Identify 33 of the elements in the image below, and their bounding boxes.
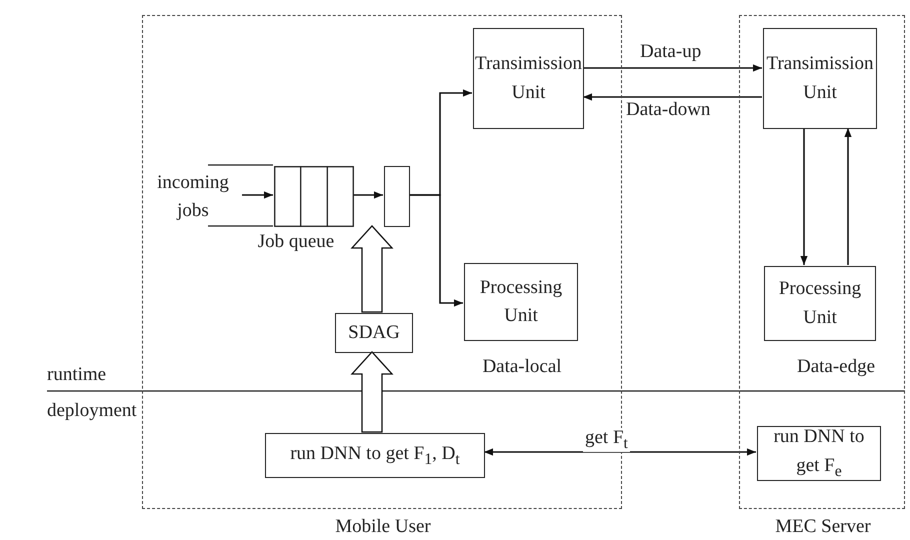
node-label: Data-local (481, 356, 563, 378)
process-box (335, 313, 413, 353)
arrow (409, 194, 463, 307)
box-label: Transimission Unit (474, 52, 583, 104)
group-title: Mobile User (334, 516, 432, 538)
box-label: run DNN to get F$_{1}$, D$_{t}$ (290, 442, 460, 470)
arrow (844, 128, 852, 265)
input-label: incoming jobs (156, 170, 230, 223)
section-label: runtime (47, 364, 106, 386)
process-box (265, 433, 485, 478)
hollow-arrow (350, 351, 394, 433)
arrow (800, 128, 808, 265)
box-label: SDAG (348, 320, 400, 345)
arrow (583, 64, 762, 72)
hollow-arrow (350, 225, 394, 313)
arrow (583, 93, 762, 101)
box-label: run DNN to get F$_{e}$ (772, 425, 866, 482)
arrow (242, 191, 273, 199)
box-label: Processing Unit (778, 277, 862, 330)
edge-label: Data-up (638, 42, 704, 63)
box-label: Transimission Unit (766, 52, 874, 104)
group-title: MEC Server (774, 516, 872, 538)
box-label: Processing Unit (478, 276, 564, 328)
process-box (473, 28, 584, 129)
group-title: Job queue (256, 231, 336, 253)
arrow (484, 448, 756, 456)
edge-label: get F$_{t}$ (583, 428, 630, 452)
process-box (757, 426, 881, 481)
node-label: Data-edge (796, 356, 876, 378)
process-box (763, 28, 877, 129)
empty-box (384, 166, 410, 227)
section-label: deployment (47, 400, 137, 422)
arrow (353, 191, 383, 199)
